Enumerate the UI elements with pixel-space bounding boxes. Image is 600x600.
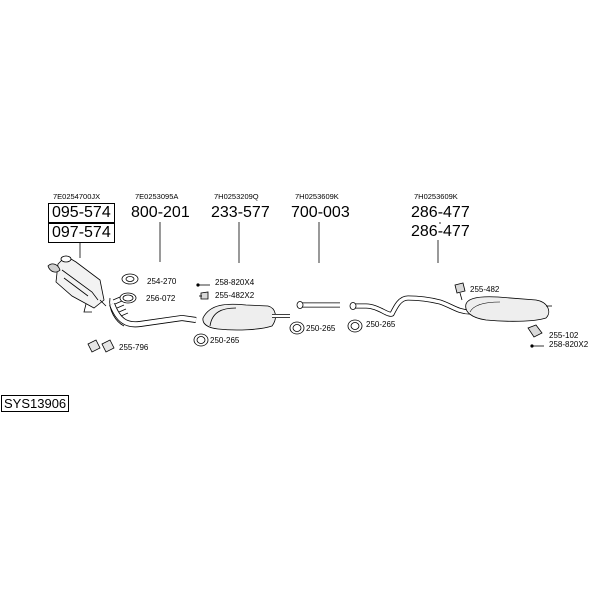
front-pipe-part [109,296,197,328]
label-258-820X4[interactable]: 258-820X4 [215,278,255,287]
label-258-820X2[interactable]: 258-820X2 [549,340,589,349]
part-number-intermediate-pipe[interactable]: 700-003 [291,204,350,221]
oe-number-front-pipe: 7E0253095A [135,192,179,201]
clamp-250-265-a [193,333,209,347]
oe-number-rear-silencer: 7H0253609K [414,192,458,201]
label-250-265-a[interactable]: 250-265 [210,336,240,345]
label-255-796[interactable]: 255-796 [119,343,149,352]
rear-hanger-255-482 [454,282,466,301]
part-number-rear-silencer-2[interactable]: 286-477 [411,223,470,240]
clamp-250-265-c [347,319,363,333]
part-number-front-pipe[interactable]: 800-201 [131,204,190,221]
oe-number-intermediate-pipe: 7H0253609K [295,192,339,201]
label-254-270[interactable]: 254-270 [147,277,177,286]
centre-silencer-part [202,303,290,331]
part-number-catalyst-1[interactable]: 095-574 [48,203,115,223]
oe-number-centre-silencer: 7H0253209Q [214,192,259,201]
part-number-rear-silencer-1[interactable]: 286-477 [411,204,470,221]
intermediate-pipe-part [296,301,340,309]
label-255-482[interactable]: 255-482 [470,285,500,294]
clamp-250-265-b [289,321,305,335]
gasket-ring-254-270 [121,273,139,285]
part-number-centre-silencer[interactable]: 233-577 [211,204,270,221]
label-255-482X2[interactable]: 255-482X2 [215,291,255,300]
rear-silencer-part [349,295,552,322]
label-250-265-b[interactable]: 250-265 [306,324,336,333]
rear-bracket-255-102 [527,324,543,338]
bolt-258-820X2 [530,344,544,348]
rubber-mount-255-482X2 [199,291,209,300]
label-250-265-c[interactable]: 250-265 [366,320,396,329]
catalytic-converter-part [47,255,107,313]
part-number-catalyst-2[interactable]: 097-574 [48,223,115,243]
bolt-258-820X4 [196,283,210,287]
oe-number-catalyst: 7E0254700JX [53,192,101,201]
label-255-102[interactable]: 255-102 [549,331,579,340]
system-code-label: SYS13906 [1,395,70,412]
flex-clamp-256-072 [119,292,137,304]
hanger-bracket-255-796 [87,339,115,353]
label-256-072[interactable]: 256-072 [146,294,176,303]
